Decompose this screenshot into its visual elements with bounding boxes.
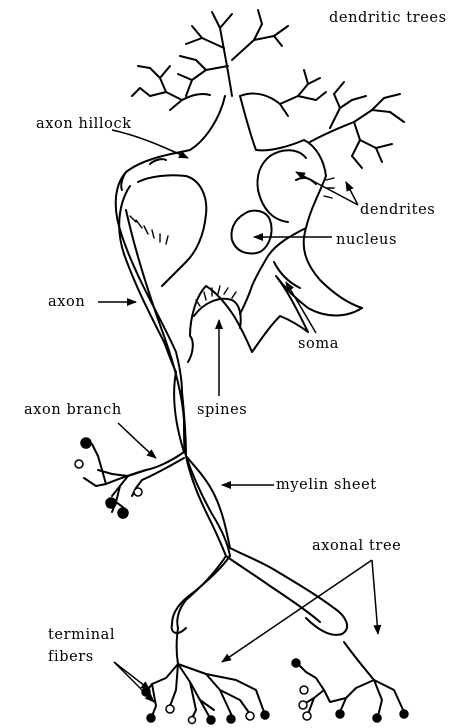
axon-branch-drawing [84, 444, 184, 512]
terminal-knob [300, 686, 308, 694]
axonal-tree-label: axonal tree [312, 538, 401, 554]
nucleus-label: nucleus [336, 232, 397, 248]
terminal-knob [75, 460, 83, 468]
terminal-knob [299, 701, 307, 709]
terminal-knob [189, 717, 196, 724]
terminal-knob [147, 714, 155, 722]
terminal-knob [106, 498, 116, 508]
terminal-knob [166, 705, 174, 713]
terminal-knob [400, 710, 408, 718]
terminal-knob [134, 488, 142, 496]
myelin-sheet-label: myelin sheet [276, 477, 377, 493]
axonal-tree-arrow [222, 560, 372, 662]
axonal-tree-arrow-2 [372, 560, 378, 634]
terminal-knob [81, 438, 91, 448]
nucleus-shape [232, 211, 272, 254]
dendrites-label: dendrites [360, 202, 435, 218]
terminal-knob [118, 508, 128, 518]
axon-label: axon [48, 294, 85, 310]
axon-hillock-label: axon hillock [36, 116, 132, 132]
terminal-fibers-arrow [114, 662, 150, 690]
terminal-knob [292, 659, 300, 667]
terminal-knob [261, 711, 269, 719]
terminal-fibers-label: terminal fibers [48, 624, 115, 668]
inner-dendrites-drawing [138, 150, 316, 328]
soma-label: soma [298, 336, 339, 352]
dendritic-trees-drawing [132, 10, 326, 116]
terminal-fibers-arrow-2 [114, 662, 154, 702]
terminal-knob [373, 714, 381, 722]
dendritic-trees-label: dendritic trees [329, 10, 447, 26]
axon-branch-arrow [118, 423, 156, 458]
axon-branch-label: axon branch [24, 402, 122, 418]
terminal-knob [227, 715, 235, 723]
right-dendrites-drawing [310, 82, 404, 168]
terminal-fibers-drawing [146, 628, 404, 718]
terminal-fibers-label-line2: fibers [48, 646, 115, 668]
terminal-knob [246, 712, 254, 720]
terminal-knob [336, 710, 344, 718]
terminal-fibers-label-line1: terminal [48, 624, 115, 646]
terminal-knob [207, 716, 215, 724]
terminal-knob [303, 712, 311, 720]
spines-label: spines [197, 402, 247, 418]
soma-arrow [286, 282, 316, 333]
